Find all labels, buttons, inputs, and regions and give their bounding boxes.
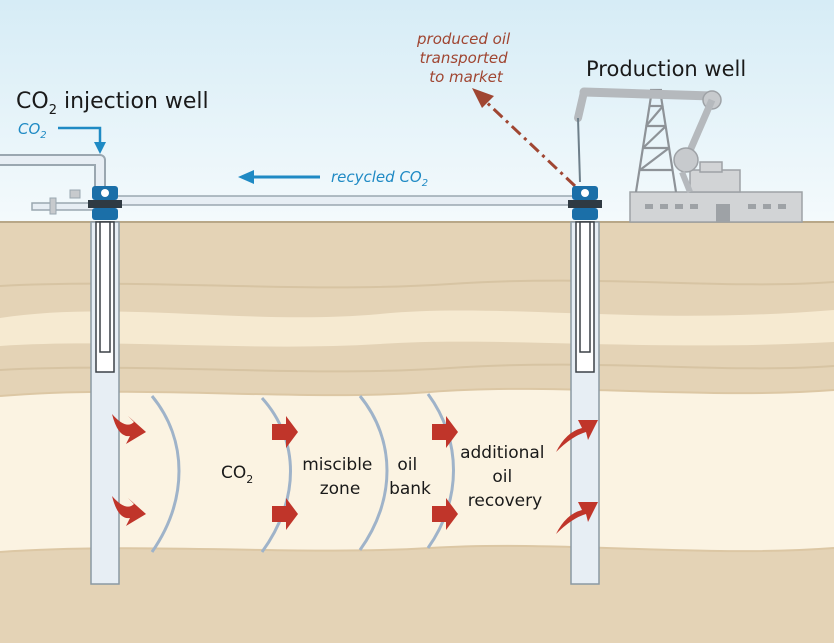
reservoir-bottom-edge: [0, 544, 834, 553]
reservoir-top-edge: [0, 387, 834, 397]
flow-arrow: [432, 416, 458, 448]
production-well-title: Production well: [586, 57, 746, 81]
stratum-line: [0, 279, 834, 289]
co2-input-label: CO2: [18, 120, 47, 141]
recycled-co2-pipe: [109, 195, 579, 206]
co2-inlet-arrow: [58, 126, 102, 144]
recycled-co2-arrowhead: [238, 170, 254, 184]
recovery-line: recovery: [468, 491, 542, 511]
recycled-co2-label: recycled CO2: [331, 168, 428, 189]
oil-bank-line: oil: [397, 455, 417, 475]
zone-boundary-miscible: [260, 396, 292, 553]
production-well-bore: [570, 221, 600, 585]
flow-arrow: [112, 414, 146, 444]
flow-arrow: [432, 498, 458, 530]
produced-oil-arrowhead: [472, 88, 494, 108]
upper-sand-band: [0, 310, 834, 347]
production-facility: [574, 87, 803, 223]
flow-arrow: [272, 498, 298, 530]
flow-arrow: [272, 416, 298, 448]
co2-inlet-arrowhead: [94, 142, 106, 154]
zone-boundary-oil-bank-left: [358, 395, 389, 551]
oil-bank-line: bank: [389, 479, 431, 499]
miscible-line: zone: [320, 479, 361, 499]
injection-wellhead: [88, 186, 122, 220]
produced-oil-label: produced oil transported to market: [416, 30, 515, 86]
zone-miscible-label: miscible zone: [302, 455, 378, 499]
miscible-line: miscible: [302, 455, 372, 475]
zone-oil-bank-label: oil bank: [389, 455, 431, 499]
flow-arrow: [556, 502, 598, 534]
polished-rod: [577, 117, 581, 183]
recovery-line: additional: [460, 443, 544, 463]
stratum-line: [0, 363, 834, 373]
reservoir-layer: [0, 388, 834, 552]
flow-arrow: [556, 420, 598, 452]
zone-co2-label: CO2: [221, 463, 253, 486]
flow-arrows: [112, 414, 598, 534]
co2-injection-well: [90, 221, 120, 585]
production-wellhead: [568, 186, 602, 220]
bypass-pipe: [31, 202, 97, 211]
zone-boundary-oil-bank-right: [426, 393, 455, 549]
produced-oil-path: [480, 96, 577, 188]
recovery-line: oil: [492, 467, 512, 487]
produced-oil-line: transported: [420, 49, 509, 67]
flow-arrow: [112, 496, 146, 526]
zone-recovery-label: additional oil recovery: [460, 443, 550, 511]
produced-oil-line: produced oil: [416, 30, 511, 48]
zone-boundary-co2: [150, 395, 181, 553]
produced-oil-line: to market: [429, 68, 504, 86]
injection-well-title: CO2 injection well: [16, 89, 209, 118]
